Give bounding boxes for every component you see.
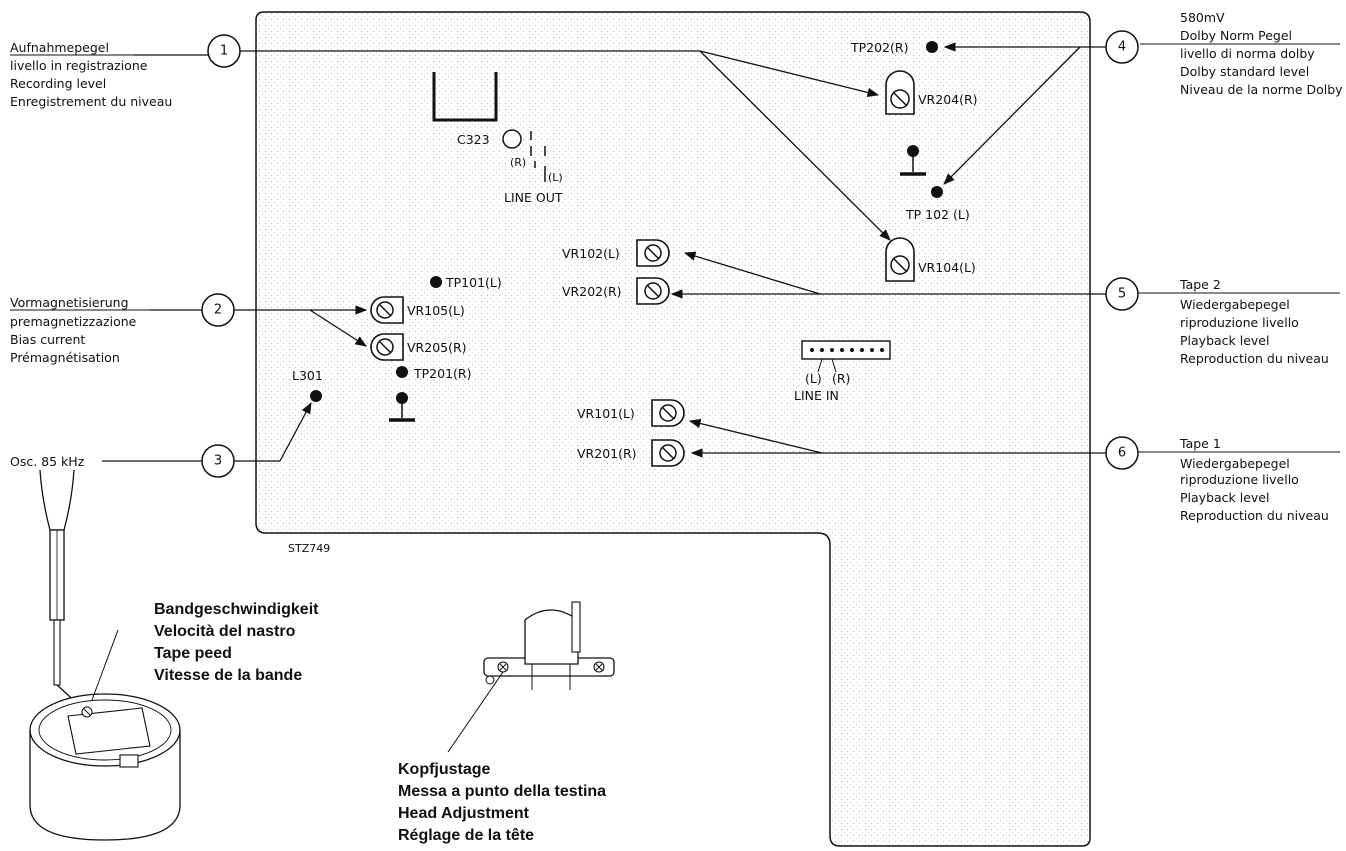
line-out-connector <box>530 131 546 182</box>
callout-4-line-3: livello di norma dolby <box>1180 46 1315 61</box>
callout-2-line-3: Bias current <box>10 332 85 347</box>
line-in-connector <box>801 340 891 373</box>
callout-1-number: 1 <box>220 44 228 59</box>
line-out-r-label: (R) <box>510 156 526 169</box>
callout-6: Tape 1 Wiedergabepegel riproduzione live… <box>688 418 1340 523</box>
callout-1: Aufnahmepegel livello in registrazione R… <box>10 34 891 241</box>
callout-5-line-1: Tape 2 <box>1179 277 1221 292</box>
head-adjust-line-4: Réglage de la tête <box>398 827 534 844</box>
callout-1-line-4: Enregistrement du niveau <box>10 94 172 109</box>
callout-5-number: 5 <box>1118 287 1126 302</box>
line-in-label: LINE IN <box>794 388 839 403</box>
vr201r-label: VR201(R) <box>577 446 637 461</box>
callout-6-number: 6 <box>1118 446 1126 461</box>
tp101l-label: TP101(L) <box>445 275 502 290</box>
callout-5-line-5: Reproduction du niveau <box>1180 351 1329 366</box>
callout-6-line-5: Reproduction du niveau <box>1180 508 1329 523</box>
tape-speed-line-2: Velocità del nastro <box>154 623 296 640</box>
callout-1-line-1: Aufnahmepegel <box>10 40 109 55</box>
callout-4-line-1: 580mV <box>1180 10 1225 25</box>
vr201r-trimmer <box>651 439 685 467</box>
tape-head-illustration <box>483 601 615 690</box>
callout-6-line-1: Tape 1 <box>1179 436 1221 451</box>
callout-3-line-1: Osc. 85 kHz <box>10 454 85 469</box>
tp201r-label: TP201(R) <box>413 366 471 381</box>
vr205r-trimmer <box>370 333 404 361</box>
capstan-motor-illustration <box>29 693 181 841</box>
vr102l-label: VR102(L) <box>562 246 620 261</box>
tp101l-dot <box>430 276 442 288</box>
vr102l-trimmer <box>636 239 670 267</box>
callout-4: 580mV Dolby Norm Pegel livello di norma … <box>943 10 1343 185</box>
line-in-l-label: (L) <box>805 371 822 386</box>
head-adjust-line-1: Kopfjustage <box>398 761 491 778</box>
board-bracket <box>432 72 498 122</box>
head-adjust-leader <box>447 671 504 753</box>
tp102l-dot <box>931 186 943 198</box>
callout-6-line-2: Wiedergabepegel <box>1180 456 1290 471</box>
l301-label: L301 <box>292 368 323 383</box>
screwdriver-illustration <box>39 469 80 706</box>
callout-2-line-2: premagnetizzazione <box>10 314 137 329</box>
pcb-board-outline <box>255 11 1091 847</box>
vr101l-trimmer <box>651 399 685 427</box>
callout-2-number: 2 <box>214 303 222 318</box>
vr202r-trimmer <box>636 277 670 305</box>
tp102l-label: TP 102 (L) <box>905 207 970 222</box>
tp201r-dot <box>396 366 408 378</box>
callout-5-line-2: Wiedergabepegel <box>1180 297 1290 312</box>
vr202r-label: VR202(R) <box>562 284 622 299</box>
callout-6-line-4: Playback level <box>1180 490 1269 505</box>
tape-speed-line-4: Vitesse de la bande <box>154 667 302 684</box>
tape-speed-leader <box>91 629 119 701</box>
head-adjust-line-2: Messa a punto della testina <box>398 783 606 800</box>
callout-1-line-3: Recording level <box>10 76 106 91</box>
vr204r-trimmer <box>885 70 915 115</box>
drawing-code: STZ749 <box>288 542 330 555</box>
head-adjust-line-3: Head Adjustment <box>398 805 530 822</box>
vr101l-label: VR101(L) <box>577 406 635 421</box>
callout-4-line-2: Dolby Norm Pegel <box>1180 28 1292 43</box>
vr104l-trimmer <box>885 237 915 282</box>
c323-label: C323 <box>457 132 490 147</box>
vr205r-label: VR205(R) <box>407 340 467 355</box>
callout-4-number: 4 <box>1118 40 1126 55</box>
vr104l-label: VR104(L) <box>918 260 976 275</box>
l301-dot <box>310 390 322 402</box>
tp202r-label: TP202(R) <box>850 40 908 55</box>
vr204r-label: VR204(R) <box>918 92 978 107</box>
line-in-r-label: (R) <box>832 371 850 386</box>
tp202r-dot <box>926 41 938 53</box>
tape-speed-line-1: Bandgeschwindigkeit <box>154 601 319 618</box>
tape-speed-line-3: Tape peed <box>154 645 232 662</box>
line-out-label: LINE OUT <box>504 190 563 205</box>
callout-2-line-1: Vormagnetisierung <box>10 295 129 310</box>
callout-2: Vormagnetisierung premagnetizzazione Bia… <box>10 293 368 365</box>
callout-4-line-4: Dolby standard level <box>1180 64 1309 79</box>
vr105l-trimmer <box>370 296 404 324</box>
callout-1-line-2: livello in registrazione <box>10 58 148 73</box>
callout-2-line-4: Prémagnétisation <box>10 350 120 365</box>
callout-5-line-4: Playback level <box>1180 333 1269 348</box>
callout-3-number: 3 <box>214 454 222 469</box>
callout-5: Tape 2 Wiedergabepegel riproduzione live… <box>670 251 1340 366</box>
c323-capacitor <box>502 129 522 149</box>
callout-3: Osc. 85 kHz 3 <box>10 401 312 478</box>
vr105l-label: VR105(L) <box>407 303 465 318</box>
callout-5-line-3: riproduzione livello <box>1180 315 1299 330</box>
callout-4-line-5: Niveau de la norme Dolby <box>1180 82 1343 97</box>
ground-symbol-left <box>389 392 415 422</box>
callout-6-line-3: riproduzione livello <box>1180 472 1299 487</box>
line-out-l-label: (L) <box>548 171 563 184</box>
ground-symbol-right <box>900 145 926 176</box>
